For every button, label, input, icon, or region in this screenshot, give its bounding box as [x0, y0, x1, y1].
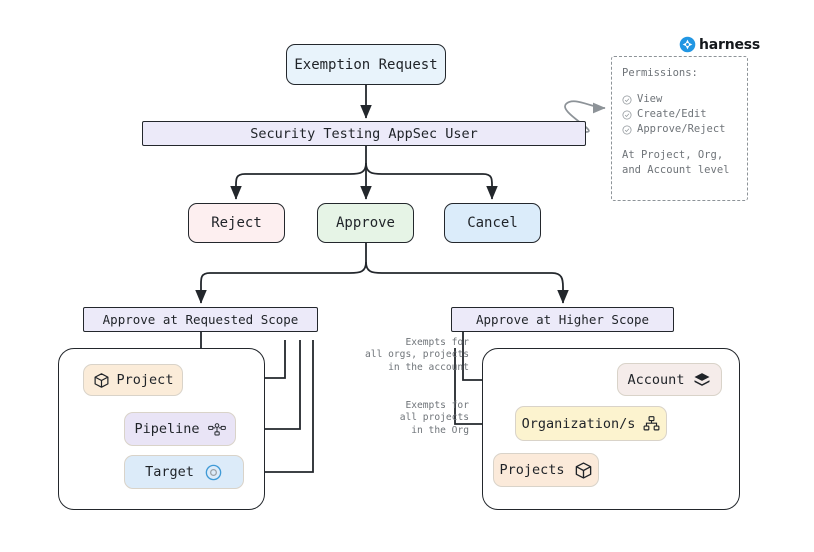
account-exempt-note: Exempts for all orgs, projects in the ac… [365, 337, 469, 373]
target-chip-label: Target [145, 464, 194, 480]
projects-chip-label: Projects [499, 462, 565, 478]
pipeline-chip[interactable]: Pipeline [124, 412, 236, 446]
permissions-title: Permissions: [622, 67, 698, 79]
permissions-footer-line1: At Project, Org, [622, 149, 724, 161]
approve-at-requested-scope-node[interactable]: Approve at Requested Scope [83, 307, 318, 332]
harness-diamond-icon [679, 36, 696, 53]
exemption-request-node[interactable]: Exemption Request [286, 44, 446, 85]
project-chip[interactable]: Project [83, 364, 183, 396]
cube-icon [93, 372, 110, 389]
check-circle-icon [622, 95, 632, 104]
pipeline-icon [207, 422, 226, 437]
harness-logo: harness [679, 36, 760, 53]
cube-icon [574, 461, 593, 480]
permission-item-create-edit: Create/Edit [622, 107, 737, 122]
cancel-node[interactable]: Cancel [444, 203, 541, 243]
organizations-chip-label: Organization/s [521, 415, 636, 432]
target-chip[interactable]: Target [124, 455, 244, 489]
permission-label: Approve/Reject [637, 123, 726, 135]
org-exempt-note: Exempts for all projects in the Org [399, 400, 469, 436]
check-circle-icon [622, 125, 632, 134]
harness-wordmark: harness [699, 36, 761, 53]
permissions-footer-line2: and Account level [622, 164, 730, 176]
reject-node[interactable]: Reject [188, 203, 285, 243]
org-chart-icon [643, 415, 660, 432]
permission-label: Create/Edit [637, 108, 707, 120]
approve-node[interactable]: Approve [317, 203, 414, 243]
account-chip-label: Account [627, 371, 685, 388]
check-circle-icon [622, 110, 632, 119]
permission-label: View [637, 93, 663, 105]
organizations-chip[interactable]: Organization/s [515, 406, 667, 441]
projects-chip[interactable]: Projects [493, 453, 599, 487]
approve-at-higher-scope-node[interactable]: Approve at Higher Scope [451, 307, 674, 332]
project-chip-label: Project [116, 372, 174, 388]
security-testing-appsec-user-node[interactable]: Security Testing AppSec User [142, 121, 586, 146]
pipeline-chip-label: Pipeline [134, 421, 200, 437]
account-chip[interactable]: Account [617, 363, 722, 396]
permissions-box: Permissions: View Create/Edit Approve/Re… [611, 56, 748, 201]
target-icon [204, 463, 223, 482]
permission-item-view: View [622, 92, 737, 107]
permission-item-approve-reject: Approve/Reject [622, 122, 737, 137]
layers-icon [693, 371, 711, 389]
